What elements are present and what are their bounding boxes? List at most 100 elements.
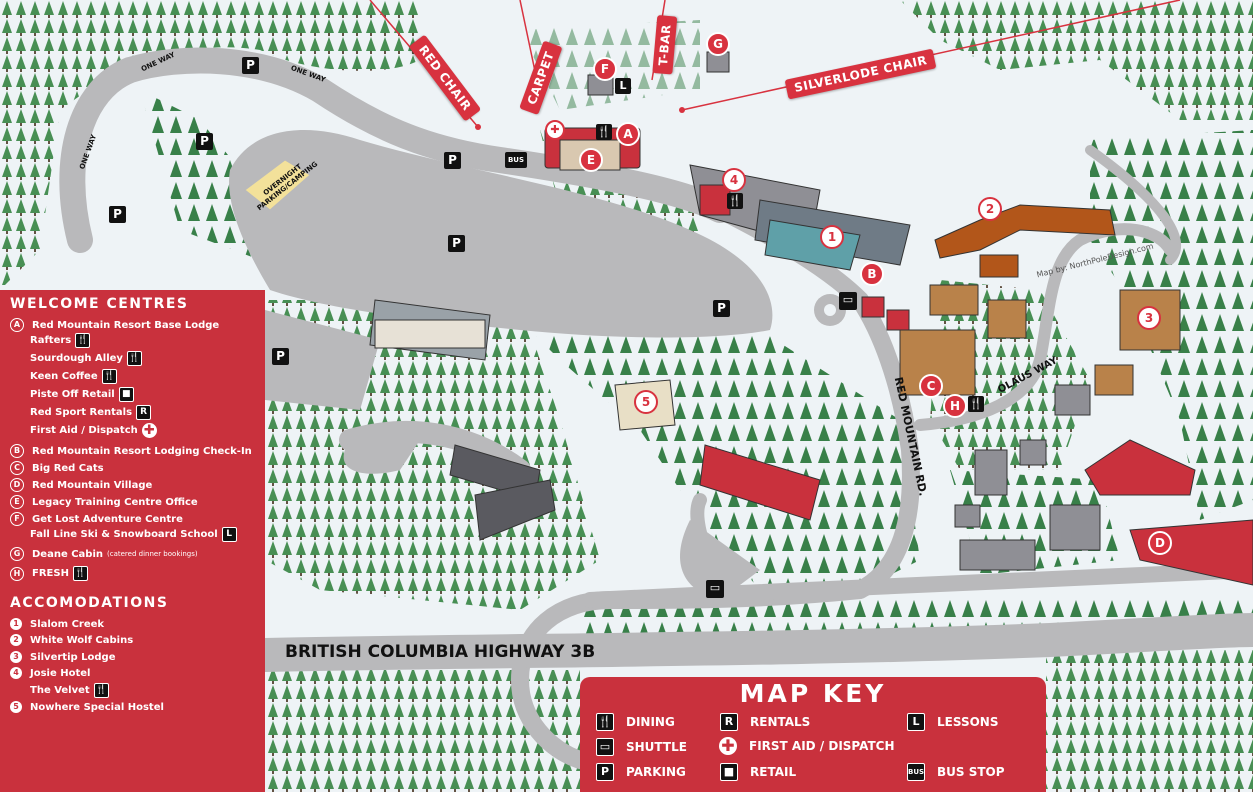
key-label: BUS STOP	[937, 765, 1005, 779]
marker-2[interactable]: 2	[978, 197, 1002, 221]
welcome-item-label: Big Red Cats	[32, 462, 104, 474]
red-mountain-village-north	[699, 444, 821, 521]
bus-stop-marker[interactable]: BUS	[505, 152, 527, 168]
code-badge: 5	[10, 701, 22, 713]
shuttle-marker[interactable]: ▭	[706, 580, 724, 598]
marker-1[interactable]: 1	[820, 225, 844, 249]
lessons-icon: L	[907, 713, 925, 731]
welcome-item-h[interactable]: H FRESH 🍴	[10, 566, 88, 581]
key-item-parking: P PARKING	[596, 763, 686, 781]
parking-marker[interactable]: P	[713, 300, 730, 317]
key-item-shuttle: ▭ SHUTTLE	[596, 738, 687, 756]
marker-3[interactable]: 3	[1137, 306, 1161, 330]
welcome-item-g[interactable]: G Deane Cabin (catered dinner bookings)	[10, 547, 198, 561]
welcome-item-label: Legacy Training Centre Office	[32, 496, 198, 508]
key-item-bus-stop: BUS BUS STOP	[907, 763, 1005, 781]
marker-f[interactable]: F	[593, 57, 617, 81]
welcome-item-first-aid[interactable]: First Aid / Dispatch ✚	[30, 423, 157, 438]
welcome-title: WELCOME CENTRES	[10, 296, 189, 312]
lessons-marker[interactable]: L	[615, 78, 631, 94]
marker-d[interactable]: D	[1148, 531, 1172, 555]
parking-marker[interactable]: P	[242, 57, 259, 74]
welcome-item-piste-off[interactable]: Piste Off Retail ■	[30, 387, 134, 402]
parking-lot-left	[265, 310, 380, 410]
welcome-item-label: Red Mountain Resort Base Lodge	[32, 319, 220, 331]
first-aid-icon: ✚	[719, 737, 737, 755]
code-badge: A	[10, 318, 24, 332]
code-badge: 1	[10, 618, 22, 630]
welcome-item-fall-line[interactable]: Fall Line Ski & Snowboard School L	[30, 527, 237, 542]
bus-stop-icon: BUS	[907, 763, 925, 781]
marker-a[interactable]: A	[616, 122, 640, 146]
dining-icon: 🍴	[72, 566, 88, 581]
key-label: RENTALS	[750, 715, 811, 729]
dining-marker[interactable]: 🍴	[727, 193, 743, 209]
retail-icon: ■	[118, 387, 134, 402]
marker-c[interactable]: C	[919, 374, 943, 398]
first-aid-marker[interactable]: ✚	[545, 120, 565, 140]
accomodations-title: ACCOMODATIONS	[10, 595, 169, 611]
marker-g[interactable]: G	[706, 32, 730, 56]
chalets	[899, 284, 1181, 396]
map-key: MAP KEY 🍴 DINING R RENTALS L LESSONS ▭ S…	[580, 677, 1046, 792]
parking-marker[interactable]: P	[109, 206, 126, 223]
marker-4[interactable]: 4	[722, 168, 746, 192]
code-badge: D	[10, 478, 24, 492]
welcome-item-note: (catered dinner bookings)	[107, 550, 198, 558]
welcome-item-label: Rafters	[30, 335, 72, 346]
welcome-item-d[interactable]: D Red Mountain Village	[10, 478, 152, 492]
grey-houses	[954, 384, 1101, 571]
accom-item-label: Nowhere Special Hostel	[30, 701, 164, 713]
accom-item-label: Silvertip Lodge	[30, 651, 116, 663]
welcome-item-sourdough[interactable]: Sourdough Alley 🍴	[30, 351, 142, 366]
welcome-item-c[interactable]: C Big Red Cats	[10, 461, 104, 475]
code-badge: 3	[10, 651, 22, 663]
welcome-item-label: Red Sport Rentals	[30, 407, 133, 418]
welcome-item-label: Get Lost Adventure Centre	[32, 513, 183, 525]
accom-item-4[interactable]: 4 Josie Hotel	[10, 667, 90, 679]
parking-lot-main	[229, 130, 773, 338]
parking-marker[interactable]: P	[444, 152, 461, 169]
accom-item-velvet[interactable]: The Velvet 🍴	[30, 683, 109, 698]
rentals-icon: R	[720, 713, 738, 731]
code-badge: G	[10, 547, 24, 561]
marker-h[interactable]: H	[943, 394, 967, 418]
accom-item-label: White Wolf Cabins	[30, 634, 134, 646]
welcome-item-label: Fall Line Ski & Snowboard School	[30, 529, 218, 540]
shuttle-marker[interactable]: ▭	[839, 292, 857, 310]
welcome-item-rentals[interactable]: Red Sport Rentals R	[30, 405, 152, 420]
retail-icon: ■	[720, 763, 738, 781]
code-badge: C	[10, 461, 24, 475]
accom-item-label: Josie Hotel	[30, 667, 91, 679]
welcome-item-label: Sourdough Alley	[30, 353, 123, 364]
welcome-item-e[interactable]: E Legacy Training Centre Office	[10, 495, 198, 509]
accom-item-3[interactable]: 3 Silvertip Lodge	[10, 651, 115, 663]
accom-item-label: The Velvet	[30, 685, 90, 696]
parking-marker[interactable]: P	[196, 133, 213, 150]
accom-item-1[interactable]: 1 Slalom Creek	[10, 618, 104, 630]
key-item-rentals: R RENTALS	[720, 713, 810, 731]
accom-item-5[interactable]: 5 Nowhere Special Hostel	[10, 701, 164, 713]
parking-marker[interactable]: P	[272, 348, 289, 365]
shuttle-icon: ▭	[596, 738, 614, 756]
key-label: RETAIL	[750, 765, 797, 779]
dining-marker[interactable]: 🍴	[596, 124, 612, 140]
welcome-item-label: Red Mountain Village	[32, 479, 153, 491]
marker-e[interactable]: E	[579, 148, 603, 172]
welcome-item-rafters[interactable]: Rafters 🍴	[30, 333, 91, 348]
first-aid-icon: ✚	[141, 423, 157, 438]
welcome-item-keen[interactable]: Keen Coffee 🍴	[30, 369, 117, 384]
welcome-item-label: Keen Coffee	[30, 371, 98, 382]
welcome-item-a[interactable]: A Red Mountain Resort Base Lodge	[10, 318, 219, 332]
marker-b[interactable]: B	[860, 262, 884, 286]
welcome-item-f[interactable]: F Get Lost Adventure Centre	[10, 512, 183, 526]
marker-5[interactable]: 5	[634, 390, 658, 414]
accom-item-2[interactable]: 2 White Wolf Cabins	[10, 634, 133, 646]
parking-marker[interactable]: P	[448, 235, 465, 252]
welcome-item-label: First Aid / Dispatch	[30, 425, 138, 436]
key-item-first-aid: ✚ FIRST AID / DISPATCH	[719, 737, 895, 755]
code-badge: 4	[10, 667, 22, 679]
dining-icon: 🍴	[596, 713, 614, 731]
dining-marker[interactable]: 🍴	[968, 396, 984, 412]
welcome-item-b[interactable]: B Red Mountain Resort Lodging Check-In	[10, 444, 252, 458]
